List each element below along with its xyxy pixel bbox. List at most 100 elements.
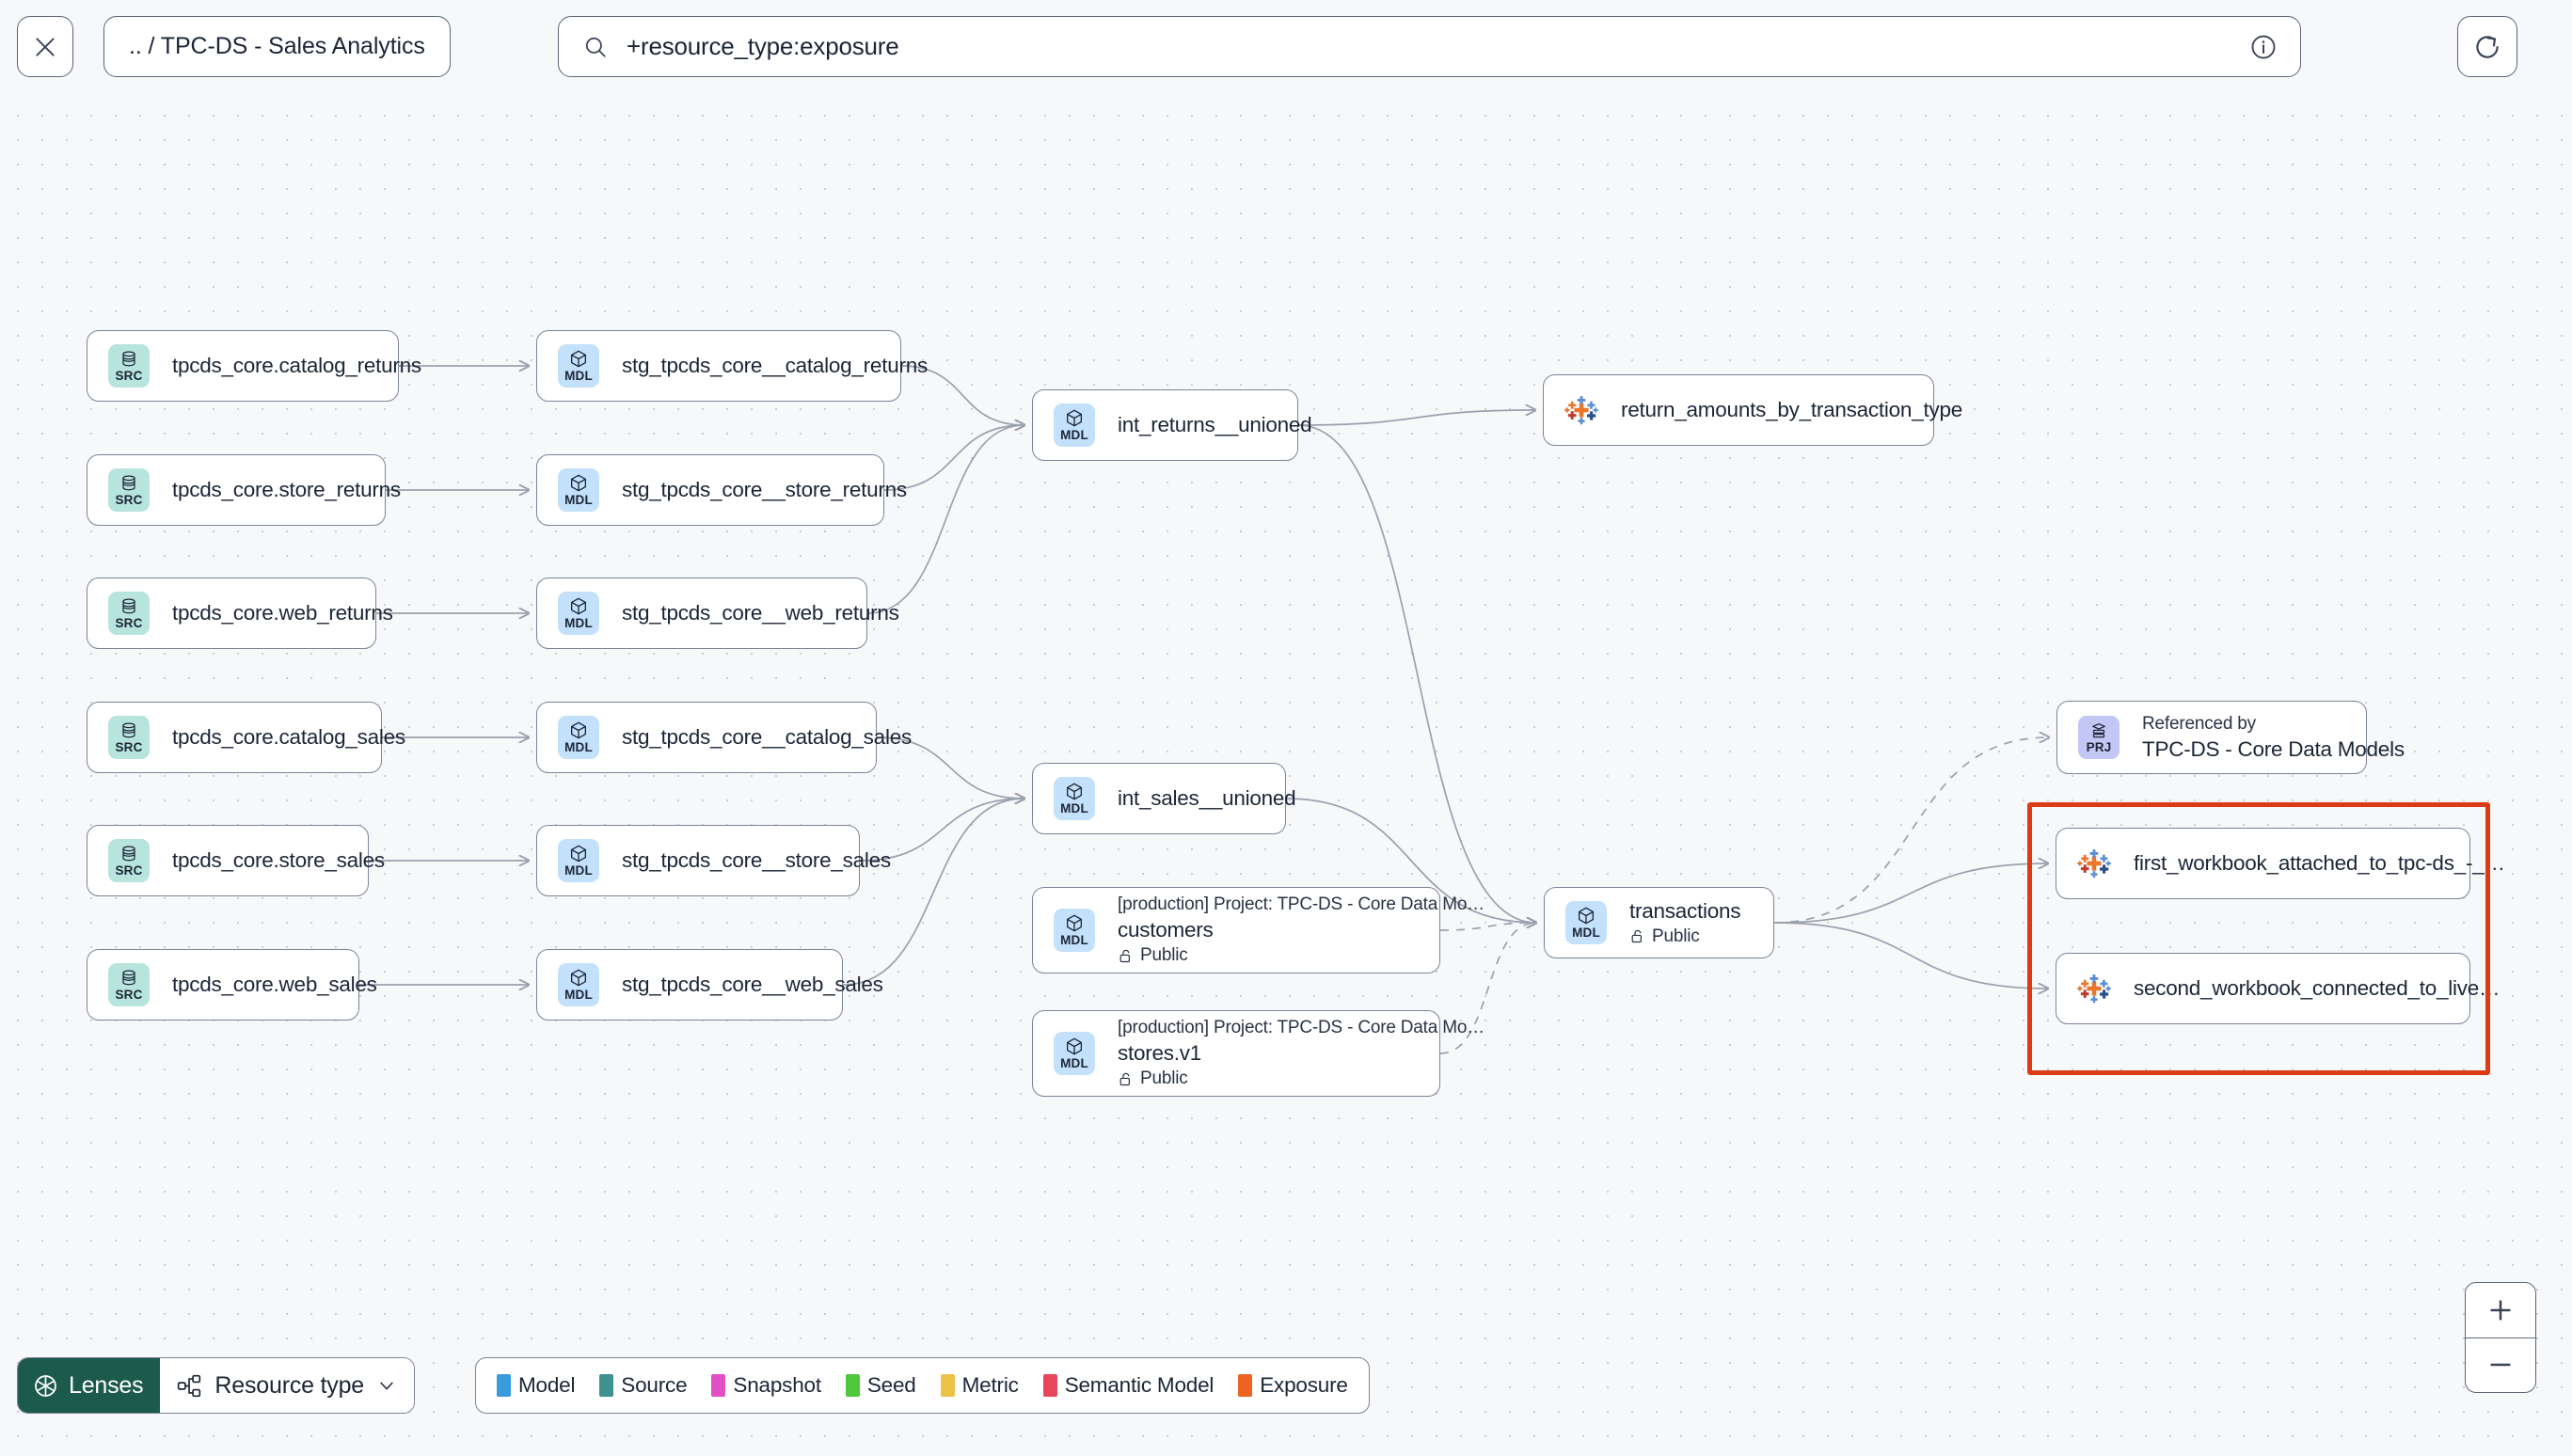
node-labels: tpcds_core.catalog_returns — [172, 354, 421, 378]
legend-item-exposure[interactable]: Exposure — [1238, 1373, 1348, 1398]
graph-node-stg_catalog_returns[interactable]: MDL stg_tpcds_core__catalog_returns — [536, 330, 928, 402]
node-visibility: Public — [1629, 926, 1740, 947]
graph-node-stores_v1[interactable]: MDL [production] Project: TPC-DS - Core D… — [1032, 1010, 1484, 1097]
legend-swatch — [497, 1374, 511, 1397]
search-query-text: +resource_type:exposure — [627, 32, 899, 60]
refresh-button[interactable] — [2457, 16, 2517, 77]
minus-icon — [2490, 1364, 2511, 1367]
tableau-exposure-icon — [2077, 974, 2111, 1004]
node-labels: int_sales__unioned — [1118, 786, 1296, 811]
legend-label: Source — [621, 1373, 688, 1397]
node-badge-src: SRC — [108, 716, 150, 759]
graph-node-stg_store_returns[interactable]: MDL stg_tpcds_core__store_returns — [536, 454, 907, 526]
resource-type-label: Resource type — [214, 1371, 365, 1399]
node-title: return_amounts_by_transaction_type — [1621, 398, 1962, 421]
edge-stg_catalog_returns-to-int_returns_unioned — [900, 365, 1024, 425]
node-title: customers — [1118, 918, 1214, 942]
search-input[interactable]: +resource_type:exposure — [558, 16, 2301, 77]
graph-node-return_amounts[interactable]: return_amounts_by_transaction_type — [1543, 374, 1962, 446]
node-badge-mdl: MDL — [558, 716, 599, 759]
refresh-icon — [2476, 35, 2499, 58]
lens-toolbar: Lenses Resource type — [17, 1357, 416, 1414]
node-title: stores.v1 — [1118, 1041, 1202, 1065]
node-title: tpcds_core.catalog_sales — [172, 725, 405, 749]
edge-stg_catalog_sales-to-int_sales_unioned — [876, 736, 1024, 799]
node-labels: stg_tpcds_core__store_returns — [622, 478, 907, 502]
edge-int_returns_unioned-to-transactions — [1297, 424, 1536, 923]
close-button[interactable] — [17, 16, 73, 77]
node-badge-label: MDL — [1060, 428, 1088, 443]
node-subtitle: Referenced by — [2142, 713, 2256, 734]
unlock-icon — [1119, 949, 1130, 962]
node-title: stg_tpcds_core__web_sales — [622, 973, 883, 996]
node-badge-label: MDL — [564, 740, 593, 755]
legend-label: Seed — [866, 1373, 916, 1397]
info-circle-icon[interactable] — [2249, 33, 2278, 61]
graph-node-src_web_sales[interactable]: SRC tpcds_core.web_sales — [87, 949, 377, 1021]
node-title: stg_tpcds_core__catalog_returns — [622, 354, 928, 377]
lenses-button[interactable]: Lenses — [18, 1358, 161, 1413]
node-labels: tpcds_core.web_returns — [172, 601, 393, 625]
breadcrumb-label: .. / TPC-DS - Sales Analytics — [129, 33, 425, 59]
node-labels: return_amounts_by_transaction_type — [1621, 398, 1962, 422]
node-visibility: Public — [1118, 1068, 1419, 1089]
legend-swatch — [1238, 1374, 1253, 1397]
database-icon — [122, 846, 135, 862]
graph-node-second_workbook[interactable]: second_workbook_connected_to_live… — [2056, 953, 2501, 1024]
node-badge-label: MDL — [1572, 926, 1600, 941]
zoom-in-button[interactable] — [2466, 1283, 2535, 1337]
edge-stg_web_returns-to-int_returns_unioned — [866, 425, 1024, 614]
node-badge-label: MDL — [564, 493, 593, 508]
resource-type-dropdown[interactable]: Resource type — [160, 1358, 415, 1413]
graph-node-int_returns_unioned[interactable]: MDL int_returns__unioned — [1032, 389, 1312, 461]
tableau-exposure-icon — [1564, 396, 1598, 425]
node-subtitle: [production] Project: TPC-DS - Core Data… — [1118, 1018, 1484, 1037]
search-icon — [585, 37, 606, 57]
breadcrumb[interactable]: .. / TPC-DS - Sales Analytics — [103, 16, 451, 77]
node-labels: [production] Project: TPC-DS - Core Data… — [1118, 894, 1484, 966]
legend-item-metric[interactable]: Metric — [940, 1373, 1019, 1398]
node-badge-label: SRC — [115, 987, 143, 1002]
cube-icon — [570, 597, 587, 615]
node-badge-mdl: MDL — [1054, 1032, 1095, 1075]
node-badge-mdl: MDL — [558, 592, 599, 635]
legend-label: Model — [518, 1373, 576, 1397]
cube-icon — [570, 721, 587, 739]
edge-stg_store_returns-to-int_returns_unioned — [883, 425, 1024, 491]
legend-label: Metric — [961, 1373, 1019, 1397]
node-subtitle: [production] Project: TPC-DS - Core Data… — [1118, 894, 1484, 914]
node-title: tpcds_core.web_sales — [172, 973, 377, 996]
zoom-controls — [2465, 1282, 2536, 1393]
graph-node-customers[interactable]: MDL[production] Project: TPC-DS - Core D… — [1032, 887, 1484, 973]
node-labels: tpcds_core.catalog_sales — [172, 725, 405, 750]
legend-item-semantic-model[interactable]: Semantic Model — [1042, 1373, 1214, 1398]
hierarchy-icon — [178, 1374, 201, 1397]
legend-item-source[interactable]: Source — [599, 1373, 688, 1398]
edge-stg_web_sales-to-int_sales_unioned — [842, 799, 1024, 986]
legend-item-seed[interactable]: Seed — [845, 1373, 916, 1398]
cube-icon — [1066, 1037, 1083, 1055]
legend-item-model[interactable]: Model — [497, 1373, 575, 1398]
zoom-out-button[interactable] — [2466, 1337, 2535, 1393]
node-badge-mdl: MDL — [558, 344, 599, 388]
node-title: int_returns__unioned — [1118, 413, 1312, 436]
legend-item-snapshot[interactable]: Snapshot — [711, 1373, 821, 1398]
graph-node-first_workbook[interactable]: first_workbook_attached_to_tpc-ds_-_… — [2056, 828, 2505, 899]
graph-node-src_catalog_sales[interactable]: SRC tpcds_core.catalog_sales — [87, 702, 405, 773]
node-title: tpcds_core.catalog_returns — [172, 354, 421, 377]
node-badge-mdl: MDL — [1054, 404, 1095, 447]
